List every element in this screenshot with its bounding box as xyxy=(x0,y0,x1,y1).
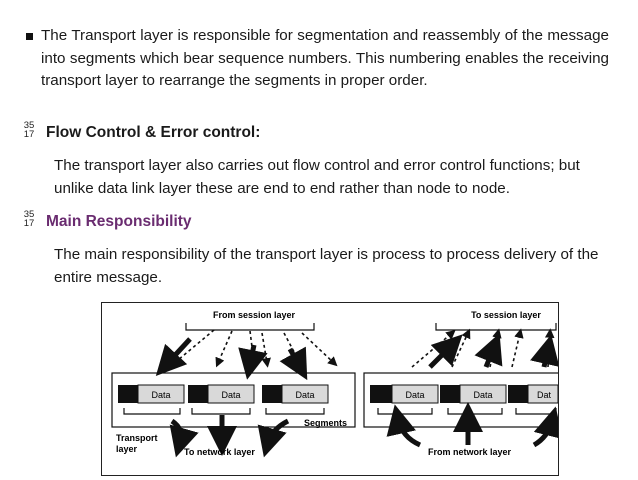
data-block xyxy=(459,384,507,404)
flow-control-paragraph: The transport layer also carries out flo… xyxy=(54,157,580,197)
segment-header xyxy=(508,385,528,403)
segment-bracket xyxy=(265,408,325,415)
segment-header xyxy=(370,385,392,403)
bullet-paragraph: The Transport layer is responsible for s… xyxy=(41,27,609,89)
layer-label: layer xyxy=(116,444,138,454)
segment-bracket xyxy=(377,408,433,415)
from-session-layer-label: From session layer xyxy=(213,310,296,320)
marker-bottom: 17 xyxy=(23,218,35,229)
segment-bracket xyxy=(515,408,557,415)
segment-bracket xyxy=(191,408,251,415)
to-session-layer-label: To session layer xyxy=(471,310,541,320)
marker-top: 35 xyxy=(23,120,35,131)
segment-header xyxy=(440,385,460,403)
section-number-marker: 35 17 xyxy=(22,209,36,229)
solid-arrow xyxy=(474,333,503,368)
data-label: Data xyxy=(473,390,492,400)
session-bracket xyxy=(435,323,557,331)
marker-top: 35 xyxy=(23,209,35,220)
main-responsibility-heading: Main Responsibility xyxy=(46,213,192,230)
transport-layer-diagram: From session layer Data Data Data xyxy=(101,302,565,476)
from-network-layer-label: From network layer xyxy=(428,447,512,457)
segments-label: Segments xyxy=(304,418,347,428)
solid-arrow xyxy=(155,337,192,377)
data-block xyxy=(207,384,255,404)
solid-arrow xyxy=(530,334,560,368)
segment-bracket xyxy=(447,408,503,415)
data-block xyxy=(391,384,439,404)
data-label: Data xyxy=(221,390,240,400)
curved-arrow xyxy=(169,418,199,458)
bullet-square-icon xyxy=(26,33,33,40)
marker-bottom: 17 xyxy=(23,129,35,140)
curved-arrow xyxy=(257,418,290,458)
solid-arrow xyxy=(428,334,463,369)
curved-arrow xyxy=(386,404,422,448)
solid-arrow xyxy=(238,344,268,380)
data-label: Data xyxy=(405,390,424,400)
main-responsibility-paragraph: The main responsibility of the transport… xyxy=(54,246,599,286)
data-block xyxy=(137,384,185,404)
segment-header xyxy=(262,385,282,403)
to-network-layer-label: To network layer xyxy=(184,447,255,457)
data-label-truncated: Dat xyxy=(537,390,552,400)
segment-header xyxy=(188,385,208,403)
diagram-figure: From session layer Data Data Data xyxy=(111,310,565,458)
segment-bracket xyxy=(123,408,181,415)
solid-arrow xyxy=(279,346,308,381)
transport-label: Transport xyxy=(116,433,158,443)
data-block xyxy=(281,384,329,404)
data-label: Data xyxy=(295,390,314,400)
segment-header xyxy=(118,385,138,403)
flow-control-heading: Flow Control & Error control: xyxy=(46,124,261,141)
section-number-marker: 35 17 xyxy=(22,120,36,140)
curved-arrow xyxy=(532,406,563,448)
session-bracket xyxy=(185,323,315,331)
data-label: Data xyxy=(151,390,170,400)
